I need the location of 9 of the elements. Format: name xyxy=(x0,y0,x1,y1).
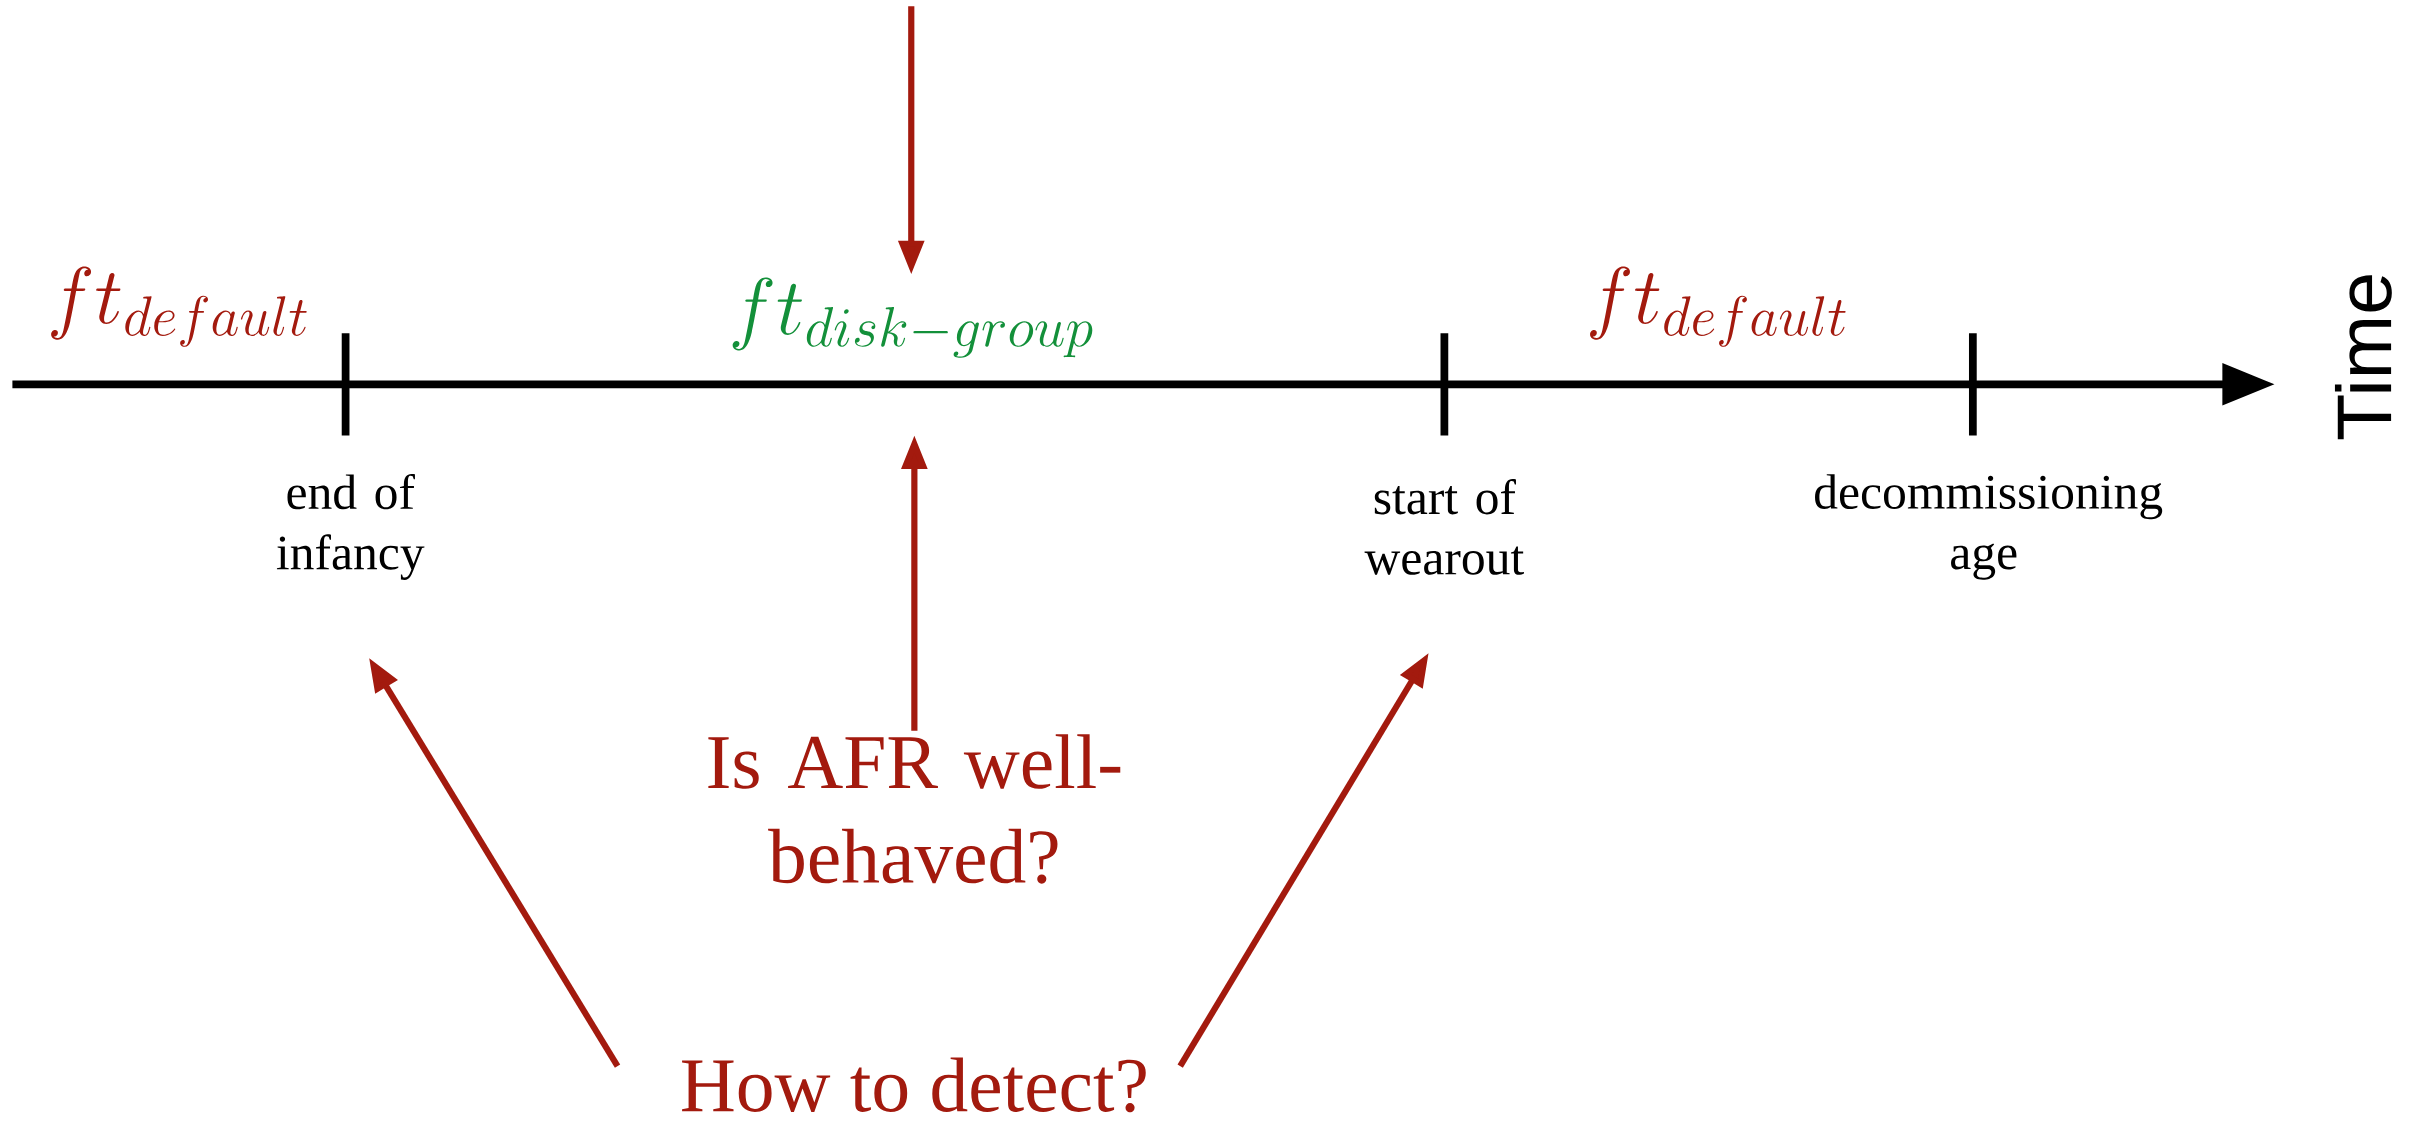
question-text: Is AFR well-behaved? xyxy=(708,734,1121,884)
question-text: How to detect? xyxy=(682,1057,1146,1113)
milestone-label: end of infancy xyxy=(276,474,425,581)
axis-label: Time xyxy=(2334,275,2392,440)
milestone-label: decommissioning age xyxy=(1815,474,2163,580)
period-label: $ft_{disk-group}$ xyxy=(732,277,1093,358)
milestone-label: start of wearout xyxy=(1364,479,1524,575)
period-label: $ft_{default}$ xyxy=(51,266,307,348)
period-label: $ft_{default}$ xyxy=(1590,266,1846,348)
